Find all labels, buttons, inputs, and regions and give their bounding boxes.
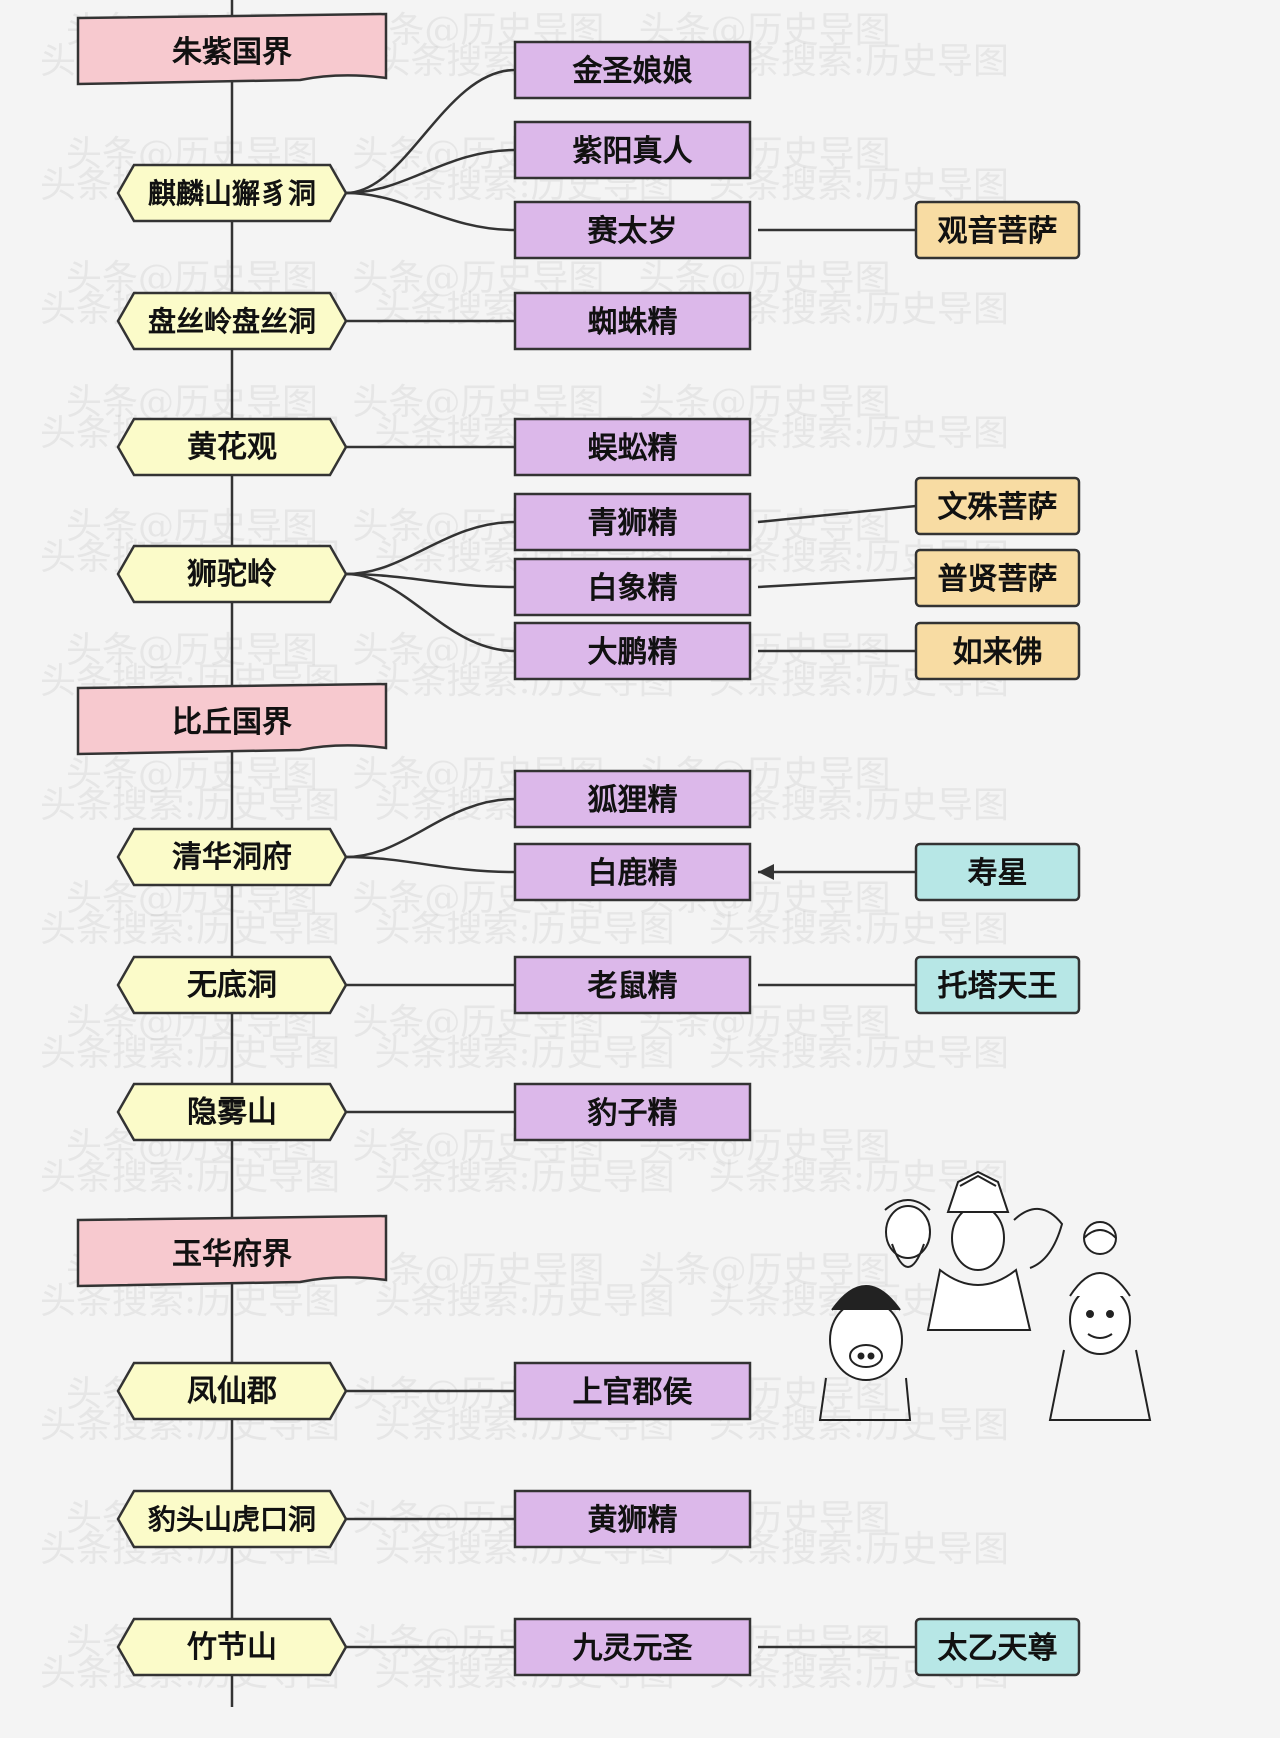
demon-label: 老鼠精: [588, 969, 678, 1004]
demon-label: 上官郡侯: [573, 1375, 693, 1410]
demon-node: 老鼠精: [513, 955, 752, 1015]
master-node: 普贤菩萨: [914, 548, 1081, 608]
demon-node: 白象精: [513, 557, 752, 617]
master-node: 太乙天尊: [914, 1617, 1081, 1677]
demon-node: 豹子精: [513, 1082, 752, 1142]
demon-label: 赛太岁: [588, 214, 678, 249]
place-label: 豹头山虎口洞: [147, 1503, 316, 1536]
place-label: 竹节山: [187, 1630, 277, 1665]
demon-node: 九灵元圣: [513, 1617, 752, 1677]
demon-node: 上官郡侯: [513, 1361, 752, 1421]
place-demon-connector: [345, 855, 516, 874]
place-demon-connector: [345, 572, 516, 653]
place-demon-connector: [345, 797, 516, 859]
master-label: 如来佛: [953, 635, 1043, 670]
place-demon-connector: [345, 572, 516, 589]
place-demon-connector: [345, 148, 516, 195]
place-label: 隐雾山: [187, 1095, 277, 1130]
master-label: 文殊菩萨: [938, 490, 1058, 525]
place-node: 豹头山虎口洞: [116, 1489, 348, 1549]
region-banner: 玉华府界: [76, 1214, 388, 1288]
demon-node: 大鹏精: [513, 621, 752, 681]
place-node: 黄花观: [116, 417, 348, 477]
demon-node: 蜘蛛精: [513, 291, 752, 351]
place-node: 隐雾山: [116, 1082, 348, 1142]
master-node: 文殊菩萨: [914, 476, 1081, 536]
demon-node: 蜈蚣精: [513, 417, 752, 477]
region-label: 朱紫国界: [172, 35, 292, 70]
demon-node: 金圣娘娘: [513, 40, 752, 100]
master-label: 托塔天王: [938, 969, 1058, 1004]
place-label: 无底洞: [187, 968, 277, 1003]
place-node: 清华洞府: [116, 827, 348, 887]
demon-master-connector: [757, 576, 917, 589]
demon-label: 紫阳真人: [573, 134, 693, 169]
place-demon-connector: [345, 520, 516, 576]
place-label: 凤仙郡: [187, 1374, 277, 1409]
demon-node: 青狮精: [513, 492, 752, 552]
demon-label: 蜘蛛精: [588, 305, 678, 340]
place-label: 麒麟山獬豸洞: [148, 177, 316, 210]
demon-label: 白鹿精: [588, 856, 678, 891]
place-label: 狮驼岭: [187, 557, 277, 592]
place-node: 盘丝岭盘丝洞: [116, 291, 348, 351]
connector-lines: [345, 68, 917, 1649]
master-label: 普贤菩萨: [938, 562, 1058, 597]
demon-label: 黄狮精: [588, 1503, 678, 1538]
demon-master-connector: [757, 504, 917, 524]
demon-node: 黄狮精: [513, 1489, 752, 1549]
demon-label: 九灵元圣: [573, 1631, 694, 1666]
demon-node: 狐狸精: [513, 769, 752, 829]
demon-label: 狐狸精: [588, 783, 678, 818]
place-node: 麒麟山獬豸洞: [116, 163, 348, 223]
region-banner: 朱紫国界: [76, 12, 388, 86]
master-node: 如来佛: [914, 621, 1081, 681]
region-banner: 比丘国界: [76, 682, 388, 756]
demon-label: 青狮精: [588, 506, 678, 541]
demon-node: 白鹿精: [513, 842, 752, 902]
demon-label: 白象精: [588, 571, 678, 606]
master-node: 寿星: [914, 842, 1081, 902]
place-label: 黄花观: [187, 430, 277, 465]
pilgrims-illustration: [818, 1170, 1152, 1421]
arrow-head-icon: [758, 864, 774, 880]
master-node: 托塔天王: [914, 955, 1081, 1015]
master-label: 太乙天尊: [938, 1631, 1058, 1666]
region-label: 比丘国界: [172, 705, 292, 740]
place-demon-connector: [345, 68, 516, 195]
place-node: 竹节山: [116, 1617, 348, 1677]
demon-label: 豹子精: [588, 1096, 678, 1131]
demon-label: 大鹏精: [588, 635, 678, 670]
demon-node: 赛太岁: [513, 200, 752, 260]
demon-node: 紫阳真人: [513, 120, 752, 180]
master-node: 观音菩萨: [914, 200, 1081, 260]
place-label: 清华洞府: [172, 840, 292, 875]
place-node: 无底洞: [116, 955, 348, 1015]
demon-label: 金圣娘娘: [572, 54, 693, 89]
place-node: 凤仙郡: [116, 1361, 348, 1421]
demon-label: 蜈蚣精: [588, 431, 678, 466]
place-label: 盘丝岭盘丝洞: [148, 305, 316, 338]
master-label: 观音菩萨: [938, 214, 1058, 249]
place-demon-connector: [345, 191, 516, 232]
place-node: 狮驼岭: [116, 544, 348, 604]
region-label: 玉华府界: [172, 1237, 292, 1272]
master-label: 寿星: [968, 856, 1028, 891]
